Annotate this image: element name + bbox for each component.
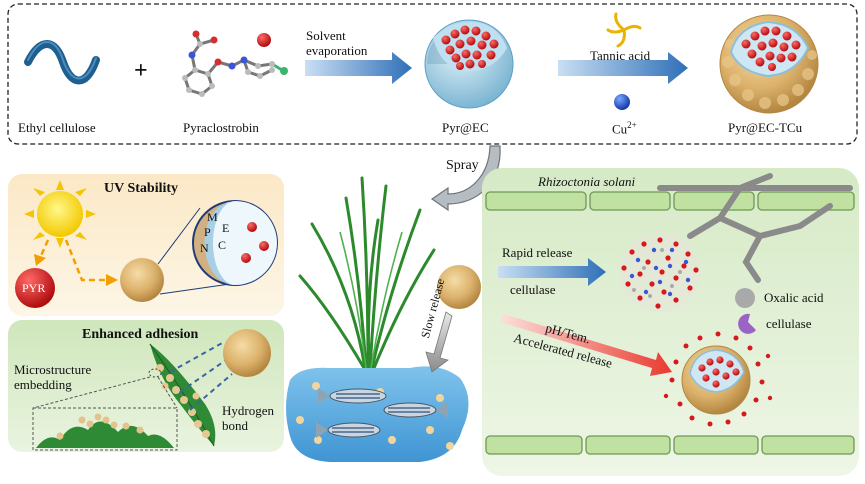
- label-rhizoctonia: Rhizoctonia solani: [538, 174, 636, 189]
- plant-cells-top: [485, 191, 855, 211]
- label-embedding: embedding: [14, 377, 72, 392]
- pyr-red-ball: [15, 268, 55, 308]
- rhizoctonia-hyphae: [657, 173, 853, 283]
- cellulase-icon: [738, 313, 756, 334]
- label-cellulase-icon: cellulase: [766, 316, 812, 331]
- rapid-release-arrow: [498, 258, 606, 286]
- pyr-ec-sphere: [424, 19, 514, 109]
- right-panel-bg: [482, 168, 859, 476]
- adhesion-title: Enhanced adhesion: [82, 327, 199, 342]
- label-microstructure: Microstructure: [14, 362, 92, 377]
- zebrafish-group: [316, 388, 448, 438]
- sprayed-particle: [437, 265, 481, 309]
- exploded-particle: [620, 232, 700, 312]
- oxalic-acid-icon: [735, 288, 755, 308]
- accelerated-release-arrow: [500, 314, 672, 376]
- pyr-ball-label: PYR: [22, 281, 46, 295]
- adhesion-particle: [223, 329, 271, 377]
- sun-icon: [24, 180, 96, 248]
- layer-letter-m: M: [207, 210, 218, 224]
- label-pyr-ec: Pyr@EC: [442, 120, 489, 135]
- label-pyr-ec-tcu: Pyr@EC-TCu: [728, 120, 803, 135]
- solvent-arrow: [305, 52, 412, 84]
- plant-cells-bottom: [485, 435, 855, 455]
- released-particle: [663, 331, 773, 427]
- microstructure-box: [32, 407, 178, 451]
- label-solvent: Solvent: [306, 28, 346, 43]
- label-cu-ion: Cu2+: [612, 120, 637, 137]
- uv-particle: [120, 258, 164, 302]
- pyr-red-ball-top: [257, 33, 271, 47]
- label-tannic-acid: Tannic acid: [590, 48, 651, 63]
- label-evaporation: evaporation: [306, 43, 368, 58]
- label-ethyl-cellulose: Ethyl cellulose: [18, 120, 96, 135]
- label-spray: Spray: [446, 158, 479, 173]
- cu-charge: 2+: [627, 120, 637, 130]
- layer-letter-n: N: [200, 241, 209, 255]
- layer-letter-c: C: [218, 238, 227, 252]
- layer-letter-e: E: [222, 221, 230, 235]
- pyraclostrobin-atoms: [182, 30, 288, 97]
- pyr-ec-tcu-sphere: [719, 14, 819, 114]
- label-hydrogen: Hydrogen: [222, 403, 274, 418]
- label-cellulase-rapid: cellulase: [510, 282, 556, 297]
- rice-plant: [298, 176, 436, 370]
- tannic-acid-icon: [606, 12, 642, 48]
- layer-letter-p: P: [204, 225, 211, 239]
- tannic-arrow: [558, 52, 688, 84]
- label-pyraclostrobin: Pyraclostrobin: [183, 120, 259, 135]
- label-rapid-release: Rapid release: [502, 245, 573, 260]
- label-oxalic-acid: Oxalic acid: [764, 290, 824, 305]
- plus-sign: +: [134, 58, 148, 84]
- water-pond: [286, 366, 469, 462]
- top-dashed-frame: [7, 3, 858, 145]
- uv-zoom-circle: [192, 200, 278, 286]
- adhesion-panel-bg: [8, 320, 284, 452]
- slow-release-arrow: [425, 311, 453, 373]
- cu-ion-ball: [614, 94, 630, 110]
- uv-title: UV Stability: [104, 181, 179, 196]
- label-bond: bond: [222, 418, 248, 433]
- cu-symbol: Cu: [612, 121, 628, 137]
